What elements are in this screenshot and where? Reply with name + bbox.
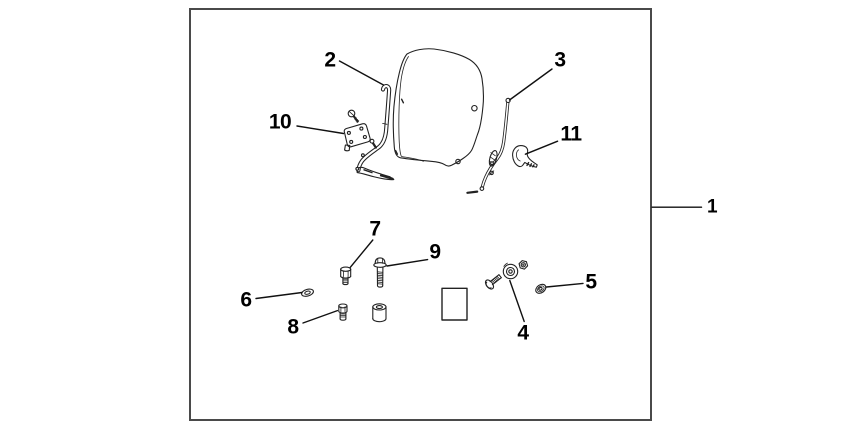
windshield-hole-bottom — [455, 158, 461, 165]
bracket-screw — [347, 109, 360, 123]
callout-5: 5 — [585, 270, 597, 294]
callout-6: 6 — [240, 288, 252, 312]
callout-3: 3 — [554, 48, 566, 72]
callout-4: 4 — [517, 321, 529, 345]
bracket-plate — [343, 123, 371, 152]
windshield-hole-right — [471, 104, 478, 112]
flat-washer — [301, 288, 314, 297]
callout-9: 9 — [429, 240, 441, 264]
leader-lines — [255, 60, 703, 324]
hook-bracket — [512, 145, 538, 168]
leader-8 — [302, 309, 339, 324]
right-stay — [466, 97, 511, 194]
socket-bolt — [340, 266, 352, 286]
collar-spacer — [372, 303, 387, 323]
cap-washer — [535, 283, 547, 294]
leader-3 — [508, 68, 553, 101]
stud-bolt — [338, 303, 348, 321]
leader-4 — [509, 279, 525, 323]
leader-7 — [349, 239, 374, 269]
callout-8: 8 — [287, 315, 299, 339]
leader-10 — [296, 125, 345, 135]
leader-6 — [255, 291, 303, 300]
windshield — [392, 48, 485, 167]
diagram-frame — [189, 8, 652, 421]
callout-10: 10 — [268, 110, 292, 134]
leader-11 — [524, 140, 559, 155]
callout-1: 1 — [706, 196, 718, 218]
callout-11: 11 — [560, 122, 582, 146]
leader-5 — [545, 282, 584, 288]
bracket-plate-tab — [344, 144, 351, 152]
leader-9 — [386, 258, 429, 267]
flange-bolt — [373, 257, 387, 288]
right-stay-bracket — [488, 150, 498, 167]
callout-7: 7 — [369, 217, 381, 241]
callout-2: 2 — [324, 48, 336, 72]
mount-bolt-set — [484, 260, 529, 290]
left-stay-foot — [356, 166, 395, 181]
template-pad — [441, 287, 468, 321]
left-stay — [355, 84, 395, 181]
leader-2 — [338, 60, 385, 86]
